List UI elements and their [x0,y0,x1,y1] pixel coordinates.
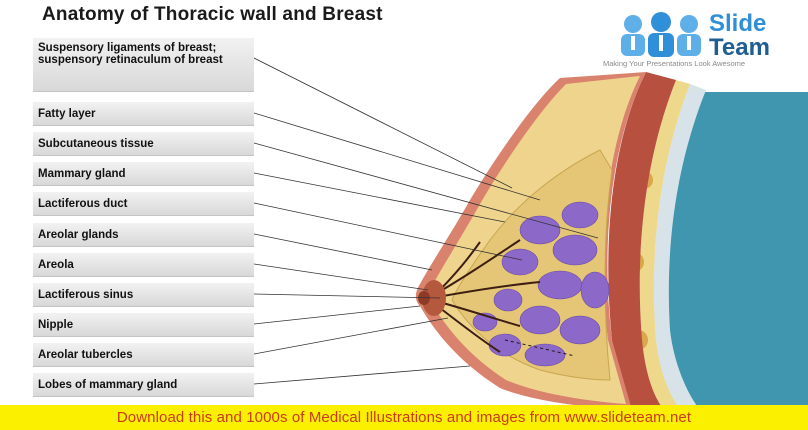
download-banner-text: Download this and 1000s of Medical Illus… [117,409,691,426]
label-areola: Areola [33,253,254,277]
label-fatty-layer: Fatty layer [33,102,254,126]
label-suspensory-ligaments: Suspensory ligaments of breast; suspenso… [33,38,254,92]
label-areolar-tubercles: Areolar tubercles [33,343,254,367]
label-subcutaneous-tissue: Subcutaneous tissue [33,132,254,156]
label-nipple: Nipple [33,313,254,337]
label-lactiferous-sinus: Lactiferous sinus [33,283,254,307]
label-lobes-of-mammary-gland: Lobes of mammary gland [33,373,254,397]
label-areolar-glands: Areolar glands [33,223,254,247]
label-mammary-gland: Mammary gland [33,162,254,186]
label-lactiferous-duct: Lactiferous duct [33,192,254,216]
download-banner[interactable]: Download this and 1000s of Medical Illus… [0,405,808,430]
